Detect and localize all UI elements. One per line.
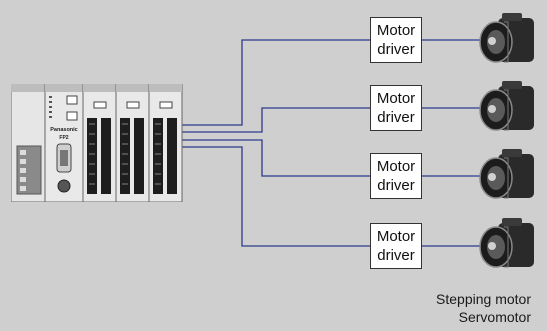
motor-driver-4: Motor driver xyxy=(370,223,422,269)
caption-stepping-motor: Stepping motor xyxy=(436,291,531,307)
motor-driver-3: Motor driver xyxy=(370,153,422,199)
wire-3 xyxy=(180,139,370,177)
motor-icon-3 xyxy=(479,149,534,199)
motor-driver-1-line2: driver xyxy=(377,41,415,58)
wire-1 xyxy=(180,39,370,126)
motor-driver-2: Motor driver xyxy=(370,85,422,131)
plc-brand-label: Panasonic xyxy=(50,127,78,133)
motor-driver-4-line2: driver xyxy=(377,247,415,264)
plc-unit: Panasonic FP2 xyxy=(11,84,183,202)
motor-driver-3-line2: driver xyxy=(377,177,415,194)
motor-driver-3-line1: Motor xyxy=(376,158,416,175)
motor-icon-1 xyxy=(479,13,534,63)
plc-model-label: FP2 xyxy=(59,135,68,141)
motor-driver-4-line1: Motor xyxy=(376,228,416,245)
wire-2 xyxy=(180,107,370,133)
motor-driver-2-line1: Motor xyxy=(376,90,416,107)
caption-servomotor: Servomotor xyxy=(458,309,531,325)
motor-icon-2 xyxy=(479,81,534,131)
motor-driver-2-line2: driver xyxy=(377,109,415,126)
motor-driver-1: Motor driver xyxy=(370,17,422,63)
motor-icon-4 xyxy=(479,218,534,268)
motor-driver-1-line1: Motor xyxy=(376,22,416,39)
wire-4 xyxy=(180,146,370,247)
